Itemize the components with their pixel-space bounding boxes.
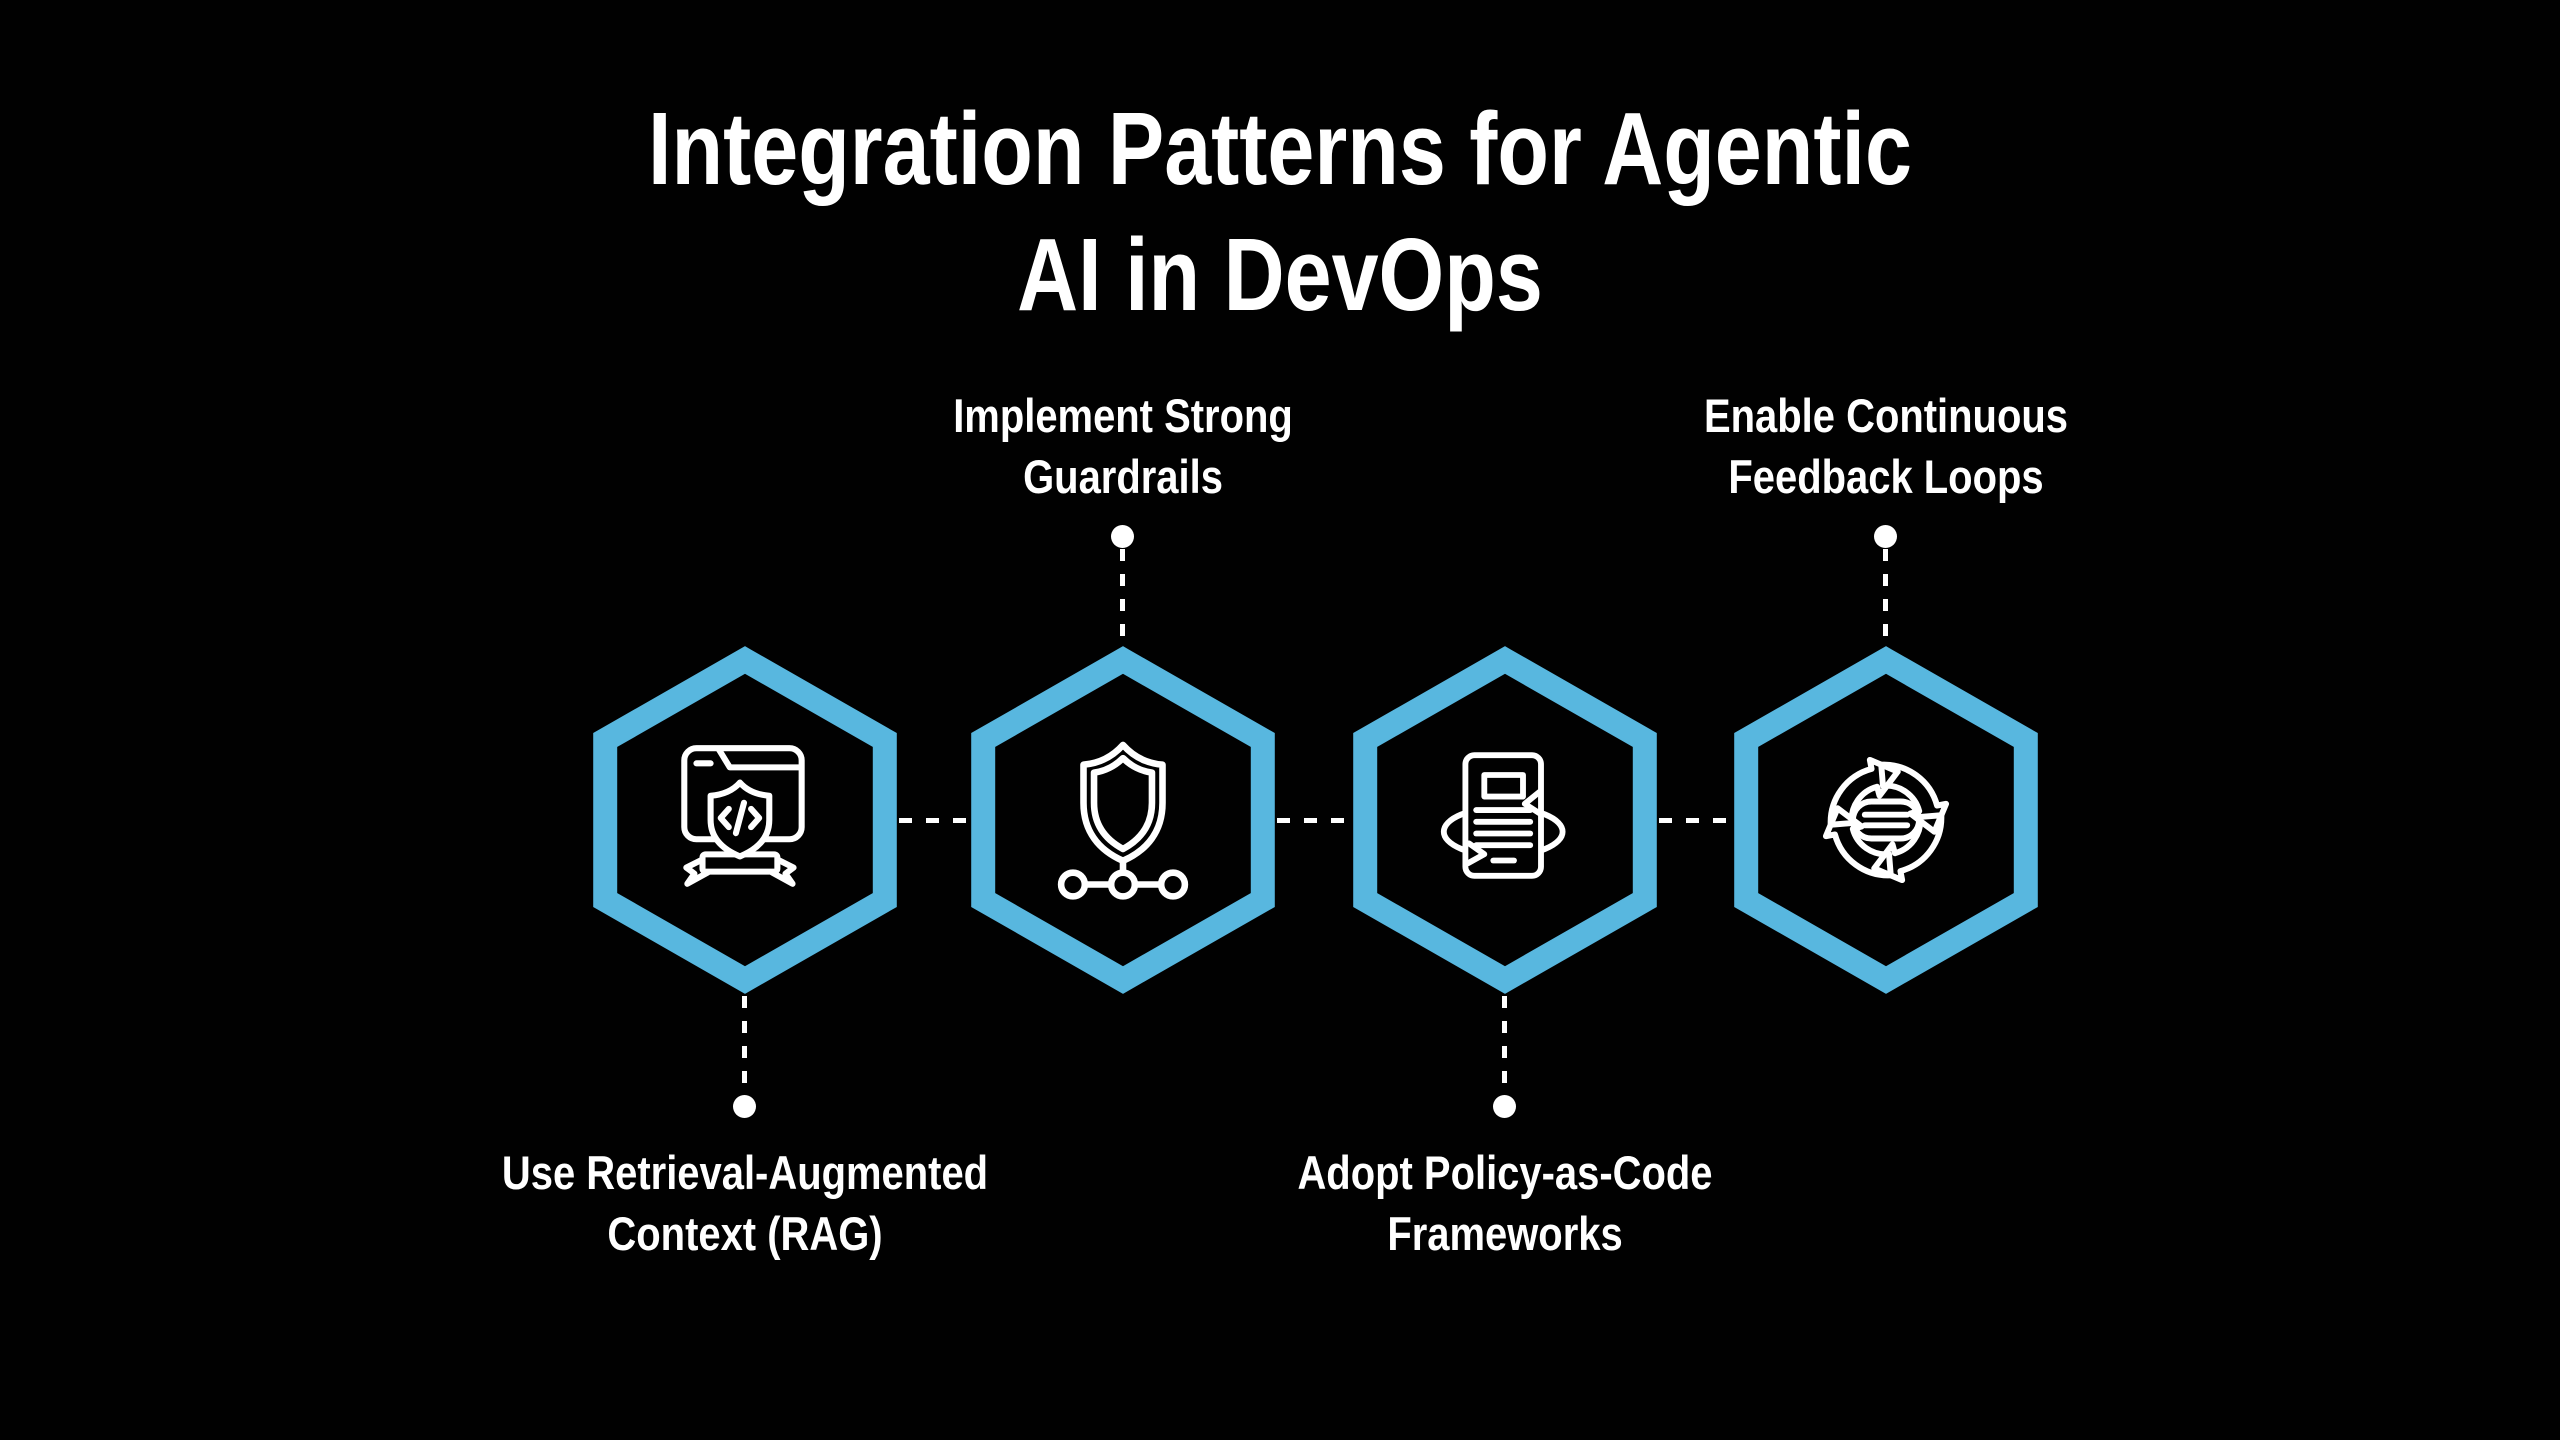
hexagon-step-2 xyxy=(971,646,1275,994)
dashed-connector-vertical xyxy=(1502,996,1507,1096)
dashed-connector-vertical xyxy=(742,996,747,1096)
connector-dot xyxy=(1874,525,1897,548)
hexagon-frame xyxy=(1734,646,2038,994)
dashed-connector-horizontal xyxy=(899,818,969,823)
step-4-label-line2: Feedback Loops xyxy=(1728,450,2044,504)
hexagon-step-1 xyxy=(593,646,897,994)
step-4-label-line1: Enable Continuous xyxy=(1704,389,2068,442)
dashed-connector-horizontal xyxy=(1659,818,1732,823)
step-3-label-line1: Adopt Policy-as-Code xyxy=(1297,1146,1713,1199)
hexagon-step-3 xyxy=(1353,646,1657,994)
hexagon-frame xyxy=(593,646,897,994)
page-title: Integration Patterns for Agentic AI in D… xyxy=(230,86,2329,337)
policy-document-cycle-icon xyxy=(1440,752,1566,879)
step-1-label: Use Retrieval-Augmented Context (RAG) xyxy=(422,1142,1068,1264)
connector-dot xyxy=(1493,1095,1516,1118)
dashed-connector-vertical xyxy=(1120,549,1125,646)
hexagon-frame xyxy=(971,646,1275,994)
page-title-line1: Integration Patterns for Agentic xyxy=(648,91,1912,206)
hexagon-step-4 xyxy=(1734,646,2038,994)
step-1-label-line1: Use Retrieval-Augmented xyxy=(501,1146,989,1199)
step-4-label: Enable Continuous Feedback Loops xyxy=(1563,385,2209,507)
step-2-label: Implement Strong Guardrails xyxy=(800,385,1446,507)
step-2-label-line2: Guardrails xyxy=(1023,450,1223,504)
feedback-loops-icon xyxy=(1800,734,1972,906)
dashed-connector-horizontal xyxy=(1277,818,1351,823)
connector-dot xyxy=(733,1095,756,1118)
hexagon-frame xyxy=(1353,646,1657,994)
shield-network-icon xyxy=(1057,741,1189,900)
browser-code-shield-icon xyxy=(681,745,805,887)
page-title-line2: AI in DevOps xyxy=(1017,216,1543,332)
step-1-label-line2: Context (RAG) xyxy=(607,1207,883,1261)
connector-dot xyxy=(1111,525,1134,548)
step-3-label-line2: Frameworks xyxy=(1387,1207,1623,1261)
step-3-label: Adopt Policy-as-Code Frameworks xyxy=(1182,1142,1828,1264)
step-2-label-line1: Implement Strong xyxy=(953,389,1293,442)
dashed-connector-vertical xyxy=(1883,549,1888,646)
